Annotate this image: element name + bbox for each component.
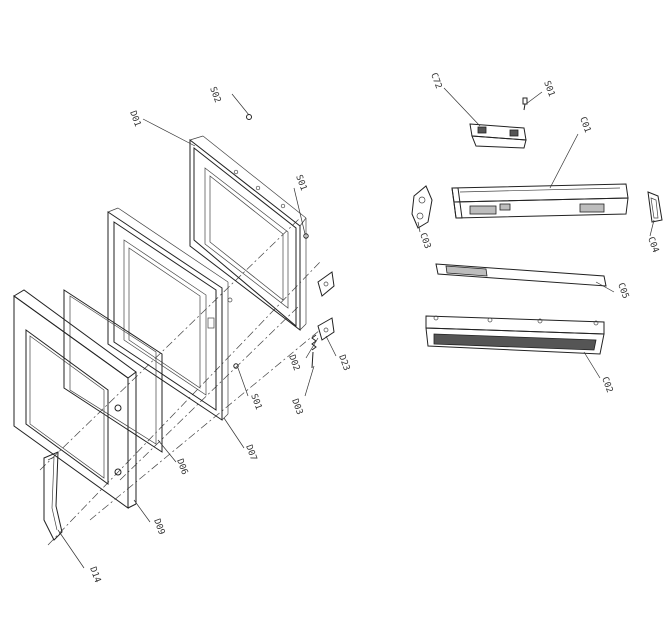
outer-door-d09: [13, 289, 137, 509]
label-s01-right: S01: [541, 80, 556, 99]
spring-d03: [311, 334, 317, 369]
assembly-axes: [39, 217, 321, 546]
label-c01: C01: [577, 116, 592, 135]
door-inner-frame-d01: [189, 135, 307, 332]
part-labels-left: S02 D01 S01 D02 D23 D03 S01 D07 D06 D09 …: [87, 86, 351, 585]
label-c03: C03: [417, 232, 432, 251]
hinge-bracket-d02: [317, 271, 335, 341]
label-s02: S02: [207, 86, 222, 105]
leader-lines-right: [417, 87, 655, 379]
control-panel-c02: [425, 315, 605, 355]
end-cap-c04: [647, 191, 663, 223]
label-c04: C04: [645, 236, 660, 255]
glass-panel-d06: [63, 289, 163, 453]
screw-s01-right: [522, 97, 528, 111]
membrane-panel-c05: [435, 263, 607, 287]
label-c05: C05: [615, 282, 630, 301]
door-frame-d07: [107, 207, 233, 421]
bracket-c72: [469, 123, 527, 149]
leader-lines-left: [57, 93, 337, 569]
control-panel-frame-c01: [451, 183, 629, 219]
label-d01: D01: [127, 110, 142, 129]
label-d09: D09: [151, 518, 166, 537]
label-d06: D06: [174, 458, 189, 477]
label-d14: D14: [87, 566, 102, 585]
screw-s02: [246, 114, 252, 120]
end-cap-c03: [411, 185, 433, 229]
label-s01-upper: S01: [293, 174, 308, 193]
label-d23: D23: [336, 354, 351, 373]
label-c72: C72: [428, 72, 443, 91]
label-d07: D07: [243, 444, 258, 463]
label-d02: D02: [286, 354, 301, 373]
label-c02: C02: [599, 376, 614, 395]
screw-s01-upper: [303, 233, 309, 239]
door-handle-d14: [43, 451, 63, 541]
label-s01-lower: S01: [248, 393, 263, 412]
label-d03: D03: [289, 398, 304, 417]
screw-s01-lower: [233, 363, 239, 369]
